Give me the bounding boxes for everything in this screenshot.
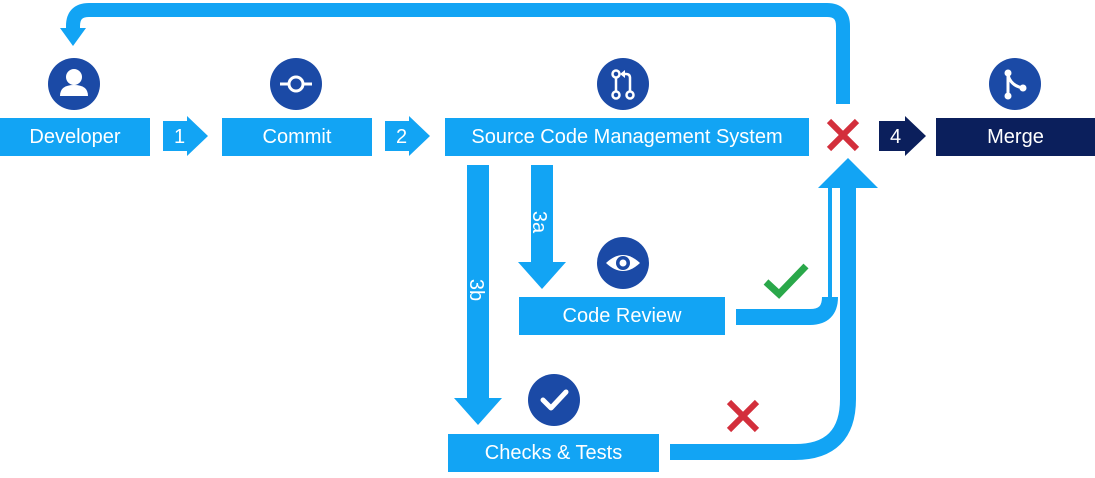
commit-label: Commit (262, 125, 332, 148)
commit-icon (270, 58, 322, 110)
arrow-1 (163, 116, 208, 156)
arrow-2 (385, 116, 430, 156)
red-x-icon (726, 399, 760, 433)
merge-icon (989, 58, 1041, 110)
developer-label: Developer (29, 125, 121, 148)
developer-box: Developer (0, 118, 150, 156)
return-arrowhead (818, 158, 878, 188)
step-3a-label: 3a (528, 210, 551, 234)
eye-icon (597, 237, 649, 289)
checkmark-icon (528, 374, 580, 426)
arrow-3a (518, 165, 566, 289)
pull-request-icon (597, 58, 649, 110)
merge-box: Merge (936, 118, 1095, 156)
checks-tests-box: Checks & Tests (448, 434, 659, 472)
scm-box: Source Code Management System (445, 118, 809, 156)
code-review-box: Code Review (519, 297, 725, 335)
feedback-loop-arrowhead (60, 28, 86, 46)
code-review-label: Code Review (562, 304, 682, 327)
step-1-label: 1 (174, 126, 186, 148)
return-from-review (736, 296, 838, 325)
red-x-icon (826, 118, 860, 152)
arrow-4 (879, 116, 926, 156)
merge-label: Merge (987, 125, 1044, 148)
step-2-label: 2 (396, 126, 408, 148)
arrow-3b (454, 165, 502, 425)
step-4-label: 4 (890, 126, 902, 148)
feedback-loop-arrow (66, 3, 850, 104)
green-check-icon (763, 263, 809, 299)
commit-box: Commit (222, 118, 372, 156)
person-icon (48, 58, 100, 110)
return-from-tests (670, 185, 856, 460)
checks-tests-label: Checks & Tests (484, 441, 623, 464)
scm-label: Source Code Management System (471, 125, 783, 148)
step-3b-label: 3b (465, 278, 488, 302)
